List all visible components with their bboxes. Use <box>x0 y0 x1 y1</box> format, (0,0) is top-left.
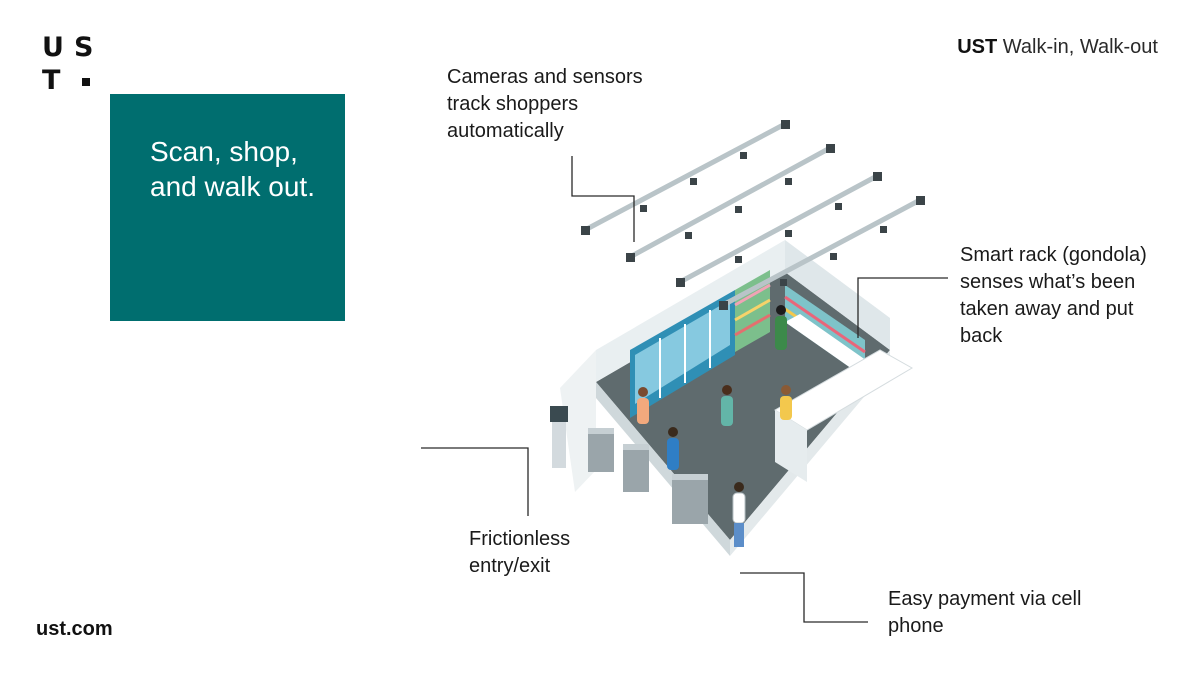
kiosk <box>550 406 568 468</box>
logo-letter-s: S <box>74 32 94 63</box>
back-wall-right <box>785 240 890 350</box>
callout-payment: Easy payment via cell phone <box>888 588 1082 637</box>
footer-url[interactable]: ust.com <box>36 618 113 640</box>
logo-dot <box>82 78 90 86</box>
freezer-units <box>630 290 735 418</box>
smart-gondola <box>784 285 880 378</box>
header-brand: UST <box>957 36 998 58</box>
leader-payment <box>740 572 868 623</box>
header-title: UST Walk-in, Walk-out <box>957 36 1158 59</box>
tagline-panel: Scan, shop, and walk out. <box>110 94 345 321</box>
leader-smart-rack <box>857 277 948 338</box>
tagline: Scan, shop, and walk out. <box>150 136 315 202</box>
ust-logo: U S T <box>42 34 102 96</box>
logo-letter-t: T <box>42 65 61 96</box>
shoppers <box>637 305 792 547</box>
leader-entry <box>421 447 529 516</box>
callout-cameras: Cameras and sensors track shoppers autom… <box>447 66 643 142</box>
header-subtitle: Walk-in, Walk-out <box>1002 36 1158 58</box>
callout-entry-exit: Frictionless entry/exit <box>469 528 571 577</box>
callout-smart-rack: Smart rack (gondola) senses what’s been … <box>960 244 1147 347</box>
camera-rails <box>582 121 923 308</box>
leader-cameras <box>571 156 635 242</box>
leader-lines <box>421 156 948 623</box>
logo-letter-u: U <box>42 32 64 63</box>
entry-gates <box>588 428 708 524</box>
side-wall <box>560 350 596 492</box>
ceiling-cameras <box>581 120 925 310</box>
wall-shelving <box>734 270 771 352</box>
